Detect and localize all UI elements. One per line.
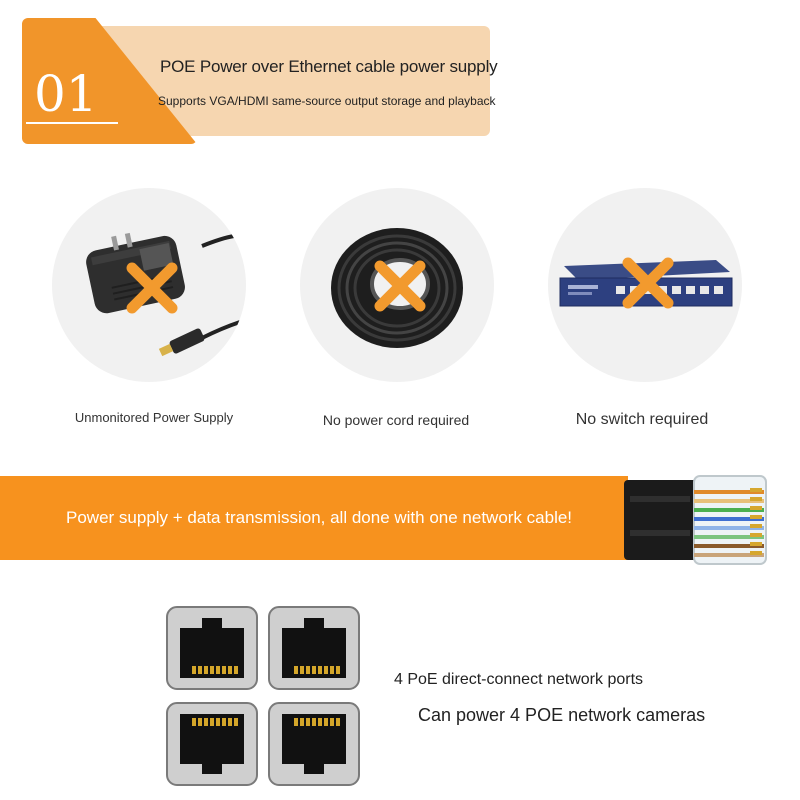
ethernet-port-icon bbox=[268, 702, 360, 786]
ports-description: 4 PoE direct-connect network ports bbox=[394, 671, 644, 688]
ports-capability: Can power 4 POE network cameras bbox=[418, 705, 706, 725]
header-subtitle: Supports VGA/HDMI same-source output sto… bbox=[158, 94, 496, 108]
section-number-underline bbox=[26, 122, 118, 124]
ethernet-port-icon bbox=[268, 606, 360, 690]
ethernet-port-icon bbox=[166, 606, 258, 690]
x-mark-icon bbox=[126, 262, 178, 314]
network-switch-circle bbox=[548, 188, 742, 382]
feature-band-text: Power supply + data transmission, all do… bbox=[66, 508, 573, 527]
rj45-plug-icon bbox=[624, 475, 767, 565]
header-title: POE Power over Ethernet cable power supp… bbox=[160, 57, 498, 76]
item-caption: Unmonitored Power Supply bbox=[74, 410, 234, 425]
section-number: 01 bbox=[34, 65, 98, 123]
feature-band bbox=[0, 476, 628, 560]
power-adapter-circle bbox=[52, 188, 246, 382]
x-mark-icon bbox=[374, 260, 426, 312]
x-mark-icon bbox=[622, 257, 674, 309]
item-caption: No power cord required bbox=[322, 412, 470, 428]
item-caption: No switch required bbox=[575, 411, 709, 428]
cable-coil-circle bbox=[300, 188, 494, 382]
ethernet-port-icon bbox=[166, 702, 258, 786]
